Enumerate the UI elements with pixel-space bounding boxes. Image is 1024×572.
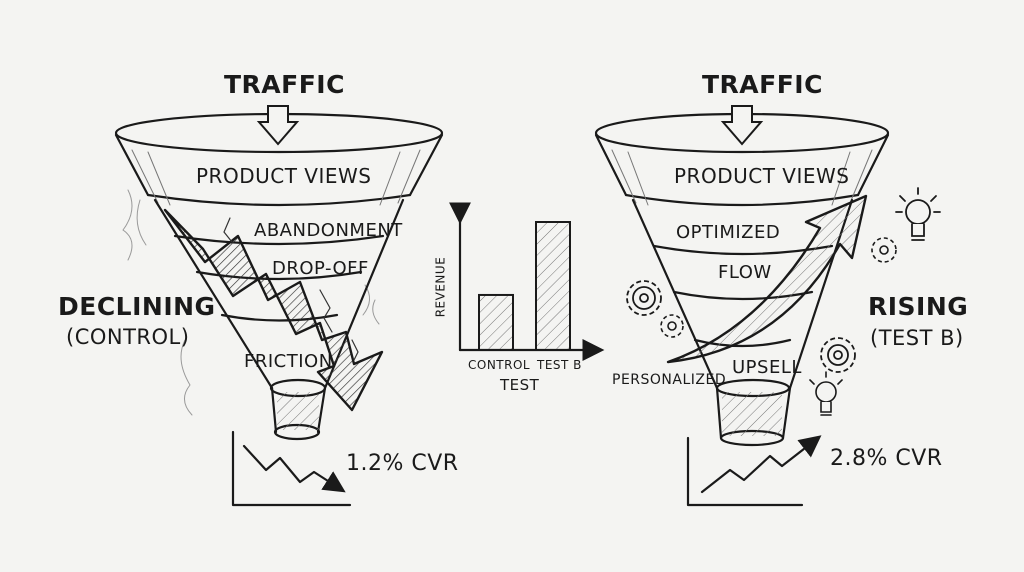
right-stage-1: OPTIMIZED — [676, 222, 780, 243]
left-title: DECLINING — [58, 292, 216, 321]
lightbulb-icon — [810, 372, 842, 415]
left-stage-1: ABANDONMENT — [254, 220, 403, 241]
chart-category-test-b: TEST B — [537, 358, 582, 372]
right-title: RISING — [868, 292, 968, 321]
left-metric: 1.2% CVR — [346, 451, 459, 476]
left-product-views-label: PRODUCT VIEWS — [196, 164, 371, 188]
right-stage-2: FLOW — [718, 262, 772, 283]
right-subtitle: (TEST B) — [870, 326, 964, 350]
lightbulb-icon — [896, 188, 940, 240]
right-metric: 2.8% CVR — [830, 446, 943, 471]
left-stage-2: DROP-OFF — [272, 258, 369, 279]
chart-category-control: CONTROL — [468, 358, 530, 372]
bar-test-b — [536, 222, 570, 350]
left-traffic-label: TRAFFIC — [224, 70, 345, 99]
right-stage-3: UPSELL — [732, 357, 802, 378]
chart-x-label: TEST — [500, 376, 539, 394]
right-side-note: PERSONALIZED — [612, 372, 726, 388]
right-trend-chart — [688, 438, 818, 505]
left-stage-3: FRICTION — [244, 351, 333, 372]
gear-icon — [661, 315, 683, 337]
right-traffic-label: TRAFFIC — [702, 70, 823, 99]
left-subtitle: (CONTROL) — [66, 325, 189, 349]
gear-icon — [821, 338, 855, 372]
gear-icon — [872, 238, 896, 262]
gear-icon — [627, 281, 661, 315]
left-trend-chart — [233, 432, 350, 505]
chart-y-label: REVENUE — [433, 257, 447, 318]
bar-control — [479, 295, 513, 350]
right-product-views-label: PRODUCT VIEWS — [674, 164, 849, 188]
center-bar-chart — [460, 220, 600, 350]
